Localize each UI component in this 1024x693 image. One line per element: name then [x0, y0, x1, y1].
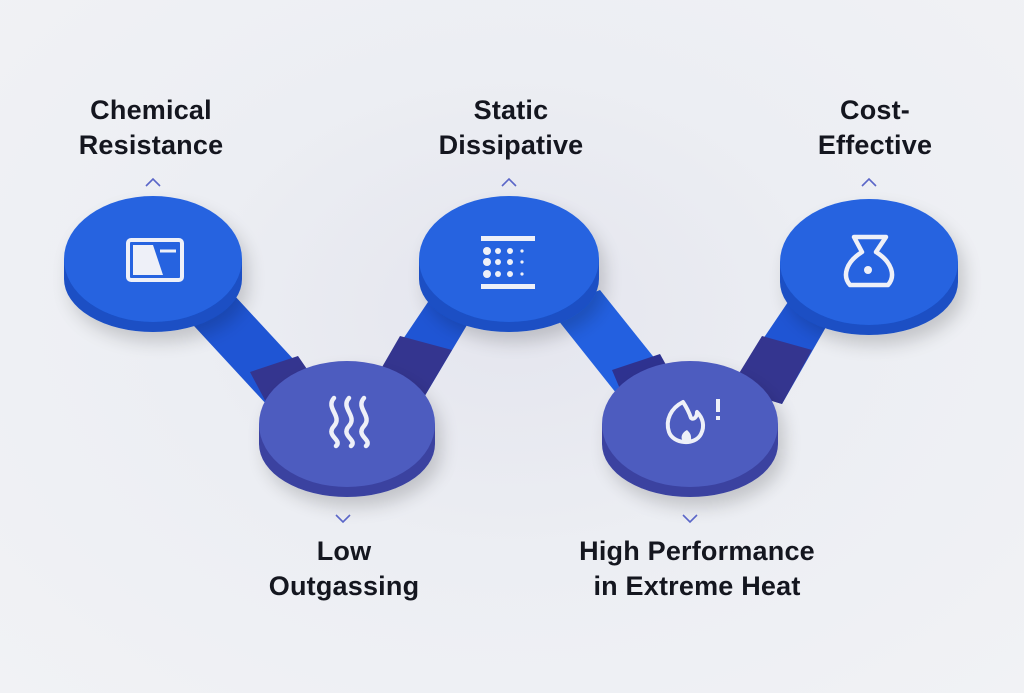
up-chevron-icon	[145, 177, 161, 187]
label-line: Low	[316, 536, 372, 566]
dot-grid-icon	[481, 236, 535, 289]
label-line: Static	[473, 95, 549, 125]
down-chevron-icon	[682, 514, 698, 524]
label-low-outgassing: Low Outgassing	[269, 534, 420, 604]
money-bag-icon	[843, 234, 895, 288]
node-static-dissipative-disk	[419, 196, 599, 332]
label-line: Chemical	[90, 95, 212, 125]
label-line: Outgassing	[268, 571, 420, 601]
flame-alert-icon	[665, 399, 720, 444]
label-static-dissipative: Static Dissipative	[439, 93, 584, 163]
label-line: Cost-	[839, 95, 910, 125]
node-cost-effective-disk	[780, 199, 958, 335]
up-chevron-icon	[501, 177, 517, 187]
heat-waves-icon	[329, 395, 370, 449]
label-line: Dissipative	[438, 130, 584, 160]
label-cost-effective: Cost- Effective	[818, 93, 932, 163]
label-line: Effective	[817, 130, 933, 160]
up-chevron-icon	[861, 177, 877, 187]
label-line: in Extreme Heat	[593, 571, 801, 601]
label-high-performance: High Performance in Extreme Heat	[579, 534, 815, 604]
label-line: Resistance	[78, 130, 224, 160]
node-high-performance-disk	[602, 361, 778, 497]
label-chemical-resistance: Chemical Resistance	[79, 93, 224, 163]
down-chevron-icon	[335, 514, 351, 524]
label-line: High Performance	[579, 536, 815, 566]
window-icon	[126, 238, 184, 282]
